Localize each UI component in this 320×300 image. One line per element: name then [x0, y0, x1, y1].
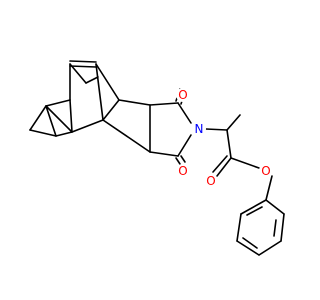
bond-ester-o: [230, 157, 260, 169]
atom-label-o-ester: O: [261, 164, 270, 178]
bond-phenyl-3: [258, 240, 282, 256]
atom-label-o-imide-top: O: [178, 88, 187, 102]
atom-o-ester: O: [259, 164, 273, 178]
atom-label-n-imide: N: [195, 122, 204, 136]
bond-imide-n-bottom: [177, 134, 192, 157]
bond-alpha-ester-c: [226, 129, 232, 159]
bond-cage-back: [95, 63, 104, 121]
bond-phenyl-5: [236, 213, 242, 242]
atom-n-imide: N: [192, 122, 206, 136]
bond-imide-bottom-carbonyl: [149, 151, 179, 157]
bond-phenyl-6: [240, 199, 267, 215]
bond-o-phenyl: [265, 175, 273, 201]
bond-imide-lower-c: [102, 119, 151, 153]
bond-phenyl-4: [236, 240, 260, 256]
bond-bridge-right-upper: [95, 63, 120, 101]
bond-c-o-bottom-a: [175, 157, 181, 165]
bond-cage-right-upper: [102, 99, 120, 121]
bond-cyclopropane-a: [29, 105, 47, 131]
molecule-structure: O N O O O: [29, 60, 285, 256]
bond-imide-top-carbonyl: [149, 102, 179, 106]
bond-lines: [29, 60, 285, 256]
bond-cyclopropane-b: [29, 129, 57, 137]
atom-label-o-imide-bottom: O: [178, 164, 187, 178]
bond-phenyl-2: [280, 213, 285, 242]
atom-o-imide-bottom: O: [176, 164, 190, 178]
bond-cage-left: [45, 99, 71, 107]
bond-carbonyl-b: [212, 155, 228, 173]
bond-bridge-back-a: [85, 76, 99, 84]
atom-o-carbonyl: O: [204, 174, 218, 188]
bond-imide-upper-c: [118, 99, 151, 106]
bond-alpha-methyl: [226, 114, 241, 131]
bond-cyclopropane-c: [45, 105, 57, 137]
bond-phenyl-inner-b: [242, 237, 258, 249]
bond-bridge-back-b: [69, 63, 87, 84]
atom-o-imide-top: O: [176, 88, 190, 102]
bond-cyclopropane-d: [55, 131, 73, 137]
bond-phenyl-inner-c: [246, 206, 263, 216]
bond-cage-lower: [71, 119, 104, 133]
bond-cage-inner: [69, 99, 73, 133]
bond-alkene-double: [69, 60, 97, 63]
bond-n-alpha: [205, 128, 228, 131]
bond-phenyl-1: [265, 199, 285, 215]
bond-imide-top-n: [177, 102, 192, 124]
bond-c-o-bottom-b: [180, 155, 186, 163]
bond-phenyl-inner-a: [273, 219, 277, 237]
bond-carbonyl-a: [216, 157, 232, 177]
bond-cage-lower-left: [45, 105, 73, 133]
atom-label-o-carbonyl: O: [206, 174, 215, 188]
bond-alkene: [69, 65, 97, 68]
